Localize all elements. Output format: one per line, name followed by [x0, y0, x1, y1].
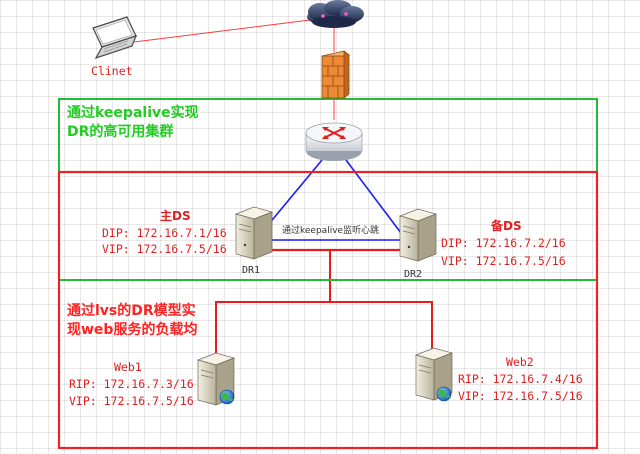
green-zone-title-line2: DR的高可用集群	[67, 124, 174, 140]
router-icon	[305, 122, 363, 161]
dr2-vip-label: VIP: 172.16.7.5/16	[441, 254, 566, 268]
dr1-server-icon	[234, 206, 274, 260]
globe-icon	[219, 389, 235, 405]
web2-server-icon	[414, 347, 454, 402]
red-link-web2	[330, 301, 433, 350]
firewall-icon	[321, 50, 350, 99]
globe-icon	[436, 386, 452, 402]
red-zone-title: 通过lvs的DR模型实 现web服务的负载均	[67, 302, 197, 340]
red-zone-title-line2: 现web服务的负载均	[67, 322, 198, 338]
web1-server-icon	[196, 352, 236, 406]
red-link-backbone	[215, 249, 331, 362]
laptop-icon	[92, 16, 138, 60]
web1-vip-label: VIP: 172.16.7.5/16	[69, 394, 194, 408]
green-zone-title-line1: 通过keepalive实现	[67, 105, 199, 121]
green-zone-title: 通过keepalive实现 DR的高可用集群	[67, 104, 199, 142]
dr2-server-icon	[398, 208, 438, 262]
cloud-icon	[307, 0, 364, 28]
web2-vip-label: VIP: 172.16.7.5/16	[458, 389, 583, 403]
dr1-dip-label: DIP: 172.16.7.1/16	[102, 226, 227, 240]
uplink-client-cloud	[117, 18, 319, 45]
web1-rip-label: RIP: 172.16.7.3/16	[69, 377, 194, 391]
dr1-role-label: 主DS	[160, 209, 191, 223]
dr2-name-label: DR2	[404, 269, 423, 280]
red-zone-title-line1: 通过lvs的DR模型实	[67, 303, 196, 319]
dr2-role-label: 备DS	[491, 219, 522, 233]
web2-name-label: Web2	[506, 355, 534, 369]
web1-name-label: Web1	[114, 360, 142, 374]
dr2-dip-label: DIP: 172.16.7.2/16	[441, 236, 566, 250]
heartbeat-label: 通过keepalive监听心跳	[281, 226, 381, 236]
web2-rip-label: RIP: 172.16.7.4/16	[458, 372, 583, 386]
client-label: Clinet	[91, 64, 133, 78]
dr1-name-label: DR1	[242, 265, 261, 276]
dr1-vip-label: VIP: 172.16.7.5/16	[102, 242, 227, 256]
red-lvs-zone	[57, 170, 599, 450]
